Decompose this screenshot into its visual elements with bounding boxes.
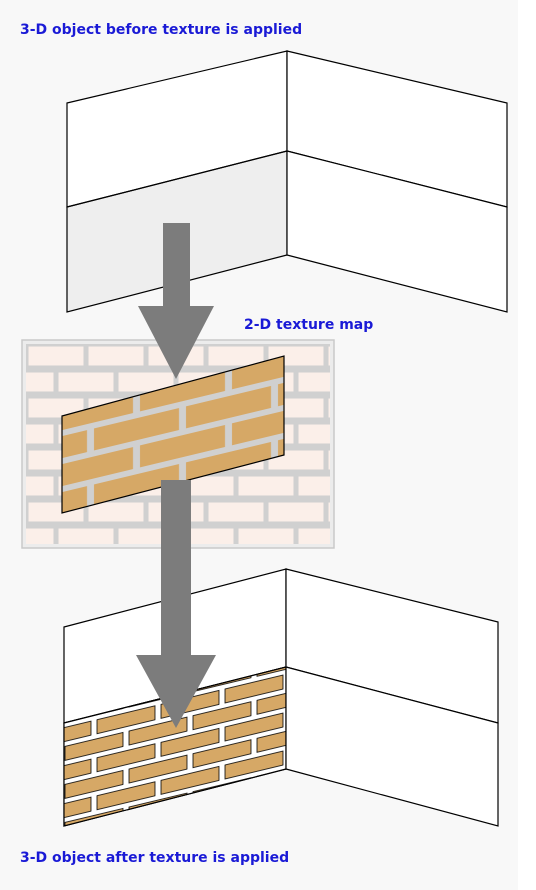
caption-after: 3-D object after texture is applied: [20, 850, 290, 866]
caption-before: 3-D object before texture is applied: [20, 22, 303, 38]
caption-texture-map: 2-D texture map: [244, 317, 374, 333]
right-wall-lower-final: [285, 666, 499, 827]
texture-sample-patch: [61, 355, 285, 514]
down-arrow-icon: [136, 480, 216, 728]
down-arrow-icon: [138, 223, 214, 379]
object-before-texture: [66, 50, 508, 313]
right-wall-lower: [286, 150, 508, 313]
object-after-texture: [63, 568, 499, 827]
